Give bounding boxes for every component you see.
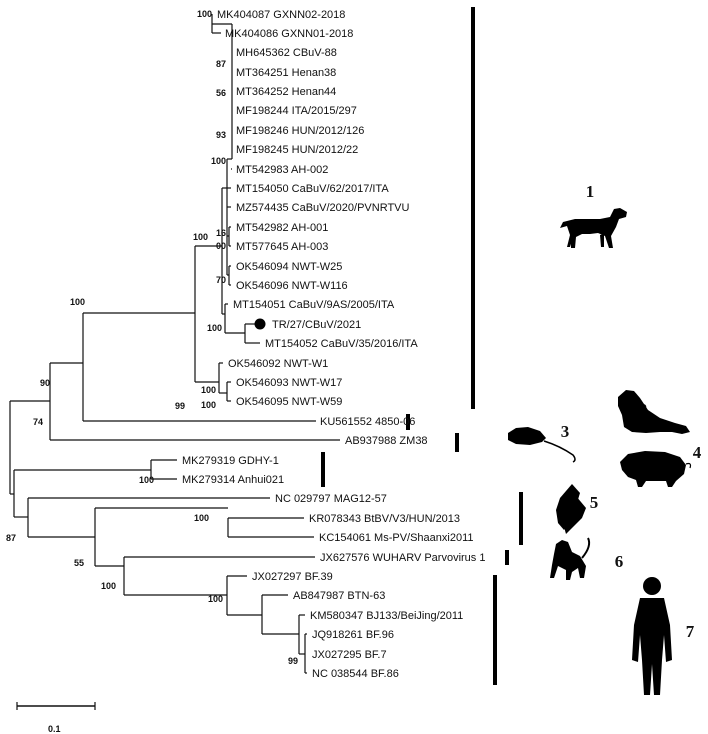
taxon-label: JX027297 BF.39 [252,571,333,583]
bootstrap-value: 100 [139,475,154,485]
scale-bar: 0.1 [16,702,96,734]
tree-branches [9,14,340,674]
bootstrap-value: 70 [216,275,226,285]
taxon-label: OK546095 NWT-W59 [236,396,342,408]
taxon-label: MF198245 HUN/2012/22 [236,144,358,156]
taxon-label: MH645362 CBuV-88 [236,47,337,59]
taxon-label: TR/27/CBuV/2021 [272,319,361,331]
human-icon [632,577,672,695]
rodent-icon [508,427,576,463]
taxon-label: MT364251 Henan38 [236,67,336,79]
taxon-label: OK546094 NWT-W25 [236,261,342,273]
taxon-label: MT154050 CaBuV/62/2017/ITA [236,183,389,195]
bootstrap-value: 00 [216,241,226,251]
bootstrap-value: 100 [197,9,212,19]
bootstrap-values: 100 87 56 93 100 100 16 00 70 100 100 100 100 99 90 74 1… [6,9,298,666]
taxon-label: KC154061 Ms-PV/Shaanxi2011 [319,532,474,544]
taxon-label: KR078343 BtBV/V3/HUN/2013 [309,513,460,525]
bootstrap-value: 74 [33,417,43,427]
bat-icon [556,484,586,534]
bootstrap-value: 16 [216,228,226,238]
taxon-label: NC 038544 BF.86 [312,668,399,680]
taxon-label: MT154051 CaBuV/9AS/2005/ITA [233,299,395,311]
bootstrap-value: 100 [194,513,209,523]
taxon-label: MT154052 CaBuV/35/2016/ITA [265,338,418,350]
scale-bar-value: 0.1 [48,724,61,734]
taxon-label: KM580347 BJ133/BeiJing/2011 [310,610,463,622]
bootstrap-value: 100 [211,156,226,166]
taxon-label: JX627576 WUHARV Parvovirus 1 [320,552,485,564]
taxon-label: MF198244 ITA/2015/297 [236,105,357,117]
taxon-label: AB847987 BTN-63 [293,590,385,602]
taxon-label: OK546093 NWT-W17 [236,377,342,389]
group-number-4: 4 [693,443,702,462]
taxon-label: MT577645 AH-003 [236,241,328,253]
bootstrap-value: 100 [201,400,216,410]
bootstrap-value: 100 [193,232,208,242]
taxon-label: MK279319 GDHY-1 [182,455,279,467]
bootstrap-value: 87 [216,59,226,69]
taxon-label: MF198246 HUN/2012/126 [236,125,364,137]
monkey-icon [550,537,591,580]
taxon-label: MT542982 AH-001 [236,222,328,234]
bootstrap-value: 100 [207,323,222,333]
taxon-label: JX027295 BF.7 [312,649,387,661]
sea-lion-icon [618,390,690,434]
group-number-5: 5 [590,493,599,512]
host-silhouettes [508,208,692,695]
bootstrap-value: 100 [70,297,85,307]
pig-icon [620,451,692,487]
bootstrap-value: 87 [6,533,16,543]
taxon-label: AB937988 ZM38 [345,435,428,447]
bootstrap-value: 93 [216,130,226,140]
taxon-label: MT542983 AH-002 [236,164,328,176]
bootstrap-value: 100 [201,385,216,395]
bootstrap-value: 99 [175,401,185,411]
dog-icon [560,208,627,248]
taxon-label: KU561552 4850-06 [320,416,415,428]
taxon-label: MT364252 Henan44 [236,86,336,98]
bootstrap-value: 100 [101,581,116,591]
taxon-label: MK279314 Anhui021 [182,474,284,486]
taxon-label: MZ574435 CaBuV/2020/PVNRTVU [236,202,409,214]
bootstrap-value: 55 [74,558,84,568]
highlight-dot-icon [254,318,266,330]
taxon-label: OK546092 NWT-W1 [228,358,328,370]
taxon-label: MK404087 GXNN02-2018 [217,9,345,21]
group-number-3: 3 [561,422,570,441]
bootstrap-value: 56 [216,88,226,98]
taxon-label: OK546096 NWT-W116 [236,280,348,292]
bootstrap-value: 100 [208,594,223,604]
taxon-label: NC 029797 MAG12-57 [275,493,387,505]
group-number-1: 1 [586,182,595,201]
group-number-7: 7 [686,622,695,641]
taxon-label: JQ918261 BF.96 [312,629,394,641]
clade-bars [321,7,523,685]
bootstrap-value: 90 [40,378,50,388]
taxon-label: MK404086 GXNN01-2018 [225,28,353,40]
group-number-6: 6 [615,552,624,571]
bootstrap-value: 99 [288,656,298,666]
